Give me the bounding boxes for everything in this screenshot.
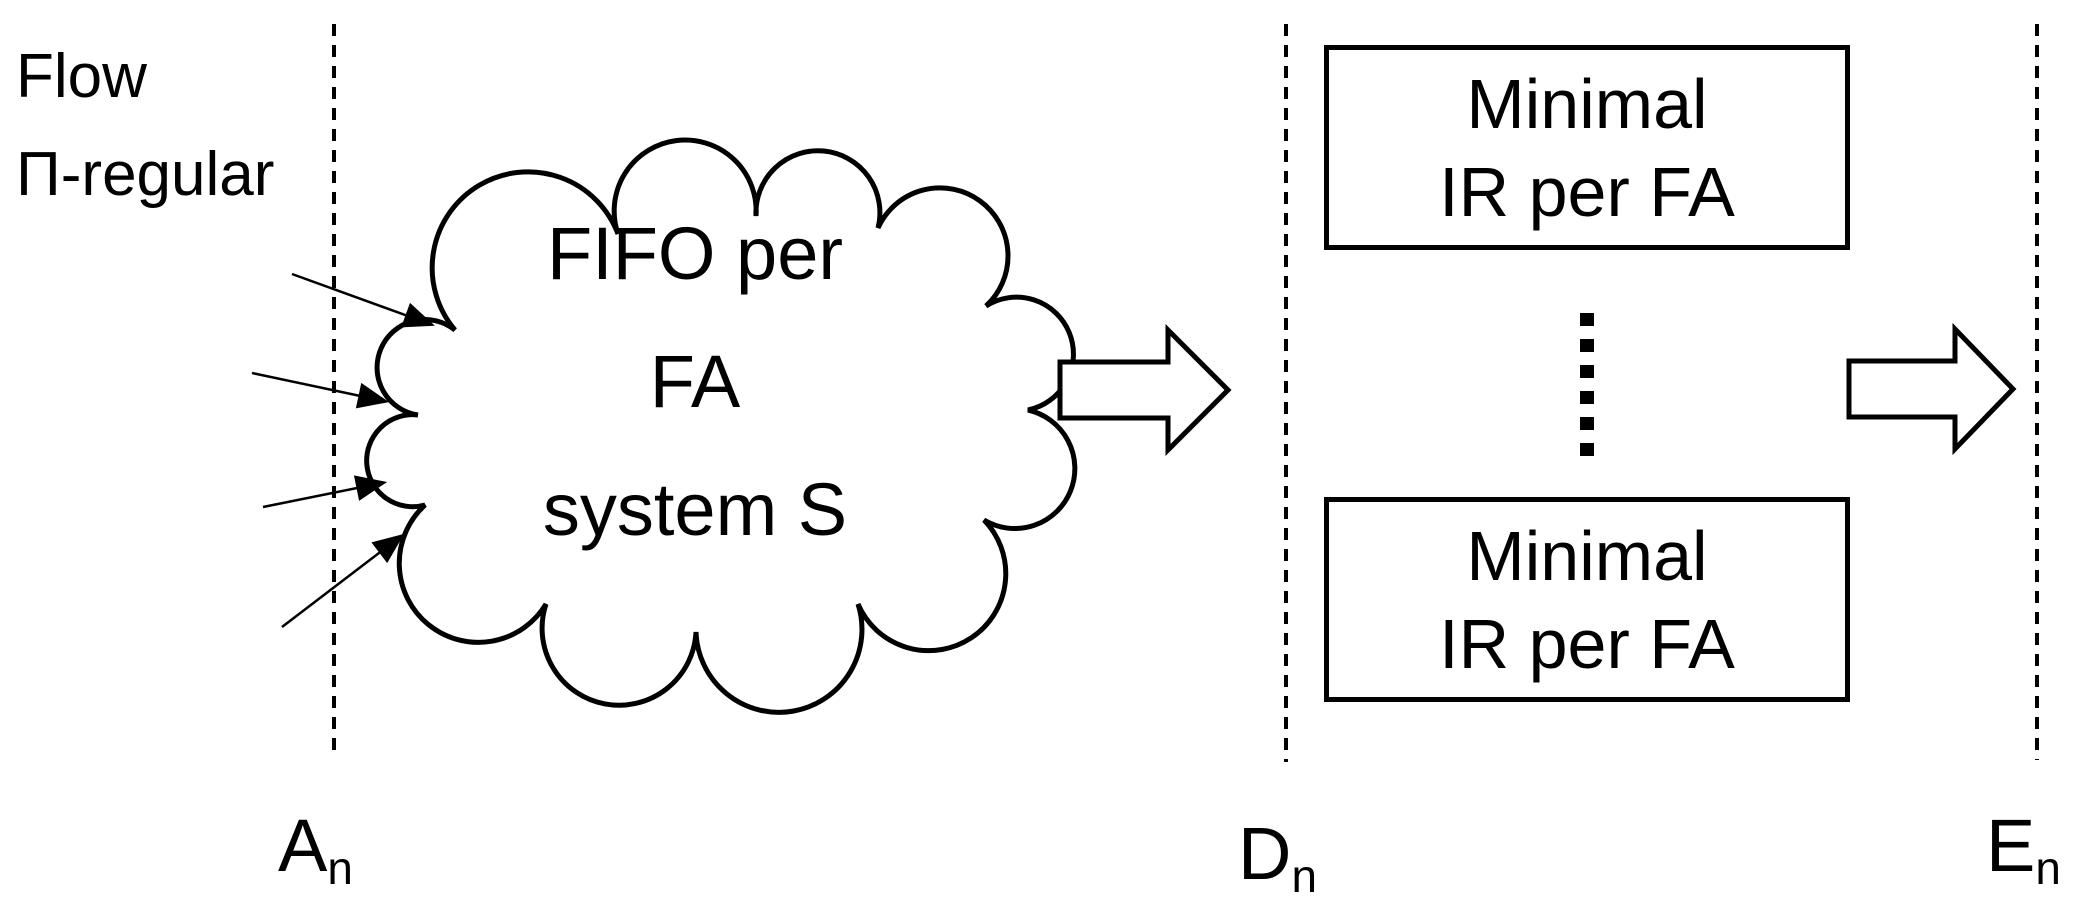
flow-label: Flow Π-regular bbox=[16, 28, 274, 224]
minimal-ir-box-top-line1: Minimal bbox=[1466, 64, 1708, 143]
input-flow-arrow-3 bbox=[262, 475, 388, 509]
cloud-label-line2: FA bbox=[649, 340, 741, 423]
marker-exit-letter: E bbox=[1986, 804, 2036, 887]
marker-arrival: An bbox=[278, 806, 353, 908]
minimal-ir-box-bottom-line1: Minimal bbox=[1466, 516, 1708, 595]
marker-departure-subscript: n bbox=[1291, 849, 1317, 902]
marker-exit-subscript: n bbox=[2035, 841, 2061, 894]
flow-label-line2: Π-regular bbox=[16, 140, 275, 209]
minimal-ir-box-bottom-line2: IR per FA bbox=[1439, 604, 1735, 683]
flow-label-line1: Flow bbox=[16, 42, 147, 111]
block-arrow-icon-1 bbox=[1057, 323, 1232, 457]
block-arrow-icon-2 bbox=[1846, 322, 2017, 456]
input-flow-arrow-2 bbox=[251, 371, 390, 409]
input-flow-arrow-4 bbox=[281, 533, 405, 628]
input-flow-arrow-1 bbox=[291, 272, 435, 328]
minimal-ir-box-bottom: Minimal IR per FA bbox=[1324, 497, 1850, 702]
marker-exit: En bbox=[1986, 806, 2061, 908]
cloud-label: FIFO per FA system S bbox=[410, 190, 980, 574]
cloud-label-line3: system S bbox=[542, 468, 848, 551]
marker-departure: Dn bbox=[1238, 814, 1317, 916]
marker-arrival-subscript: n bbox=[327, 841, 353, 894]
marker-departure-letter: D bbox=[1238, 812, 1292, 895]
minimal-ir-box-top: Minimal IR per FA bbox=[1324, 45, 1850, 250]
minimal-ir-box-top-line2: IR per FA bbox=[1439, 152, 1735, 231]
cloud-label-line1: FIFO per bbox=[546, 212, 844, 295]
marker-arrival-letter: A bbox=[278, 804, 328, 887]
